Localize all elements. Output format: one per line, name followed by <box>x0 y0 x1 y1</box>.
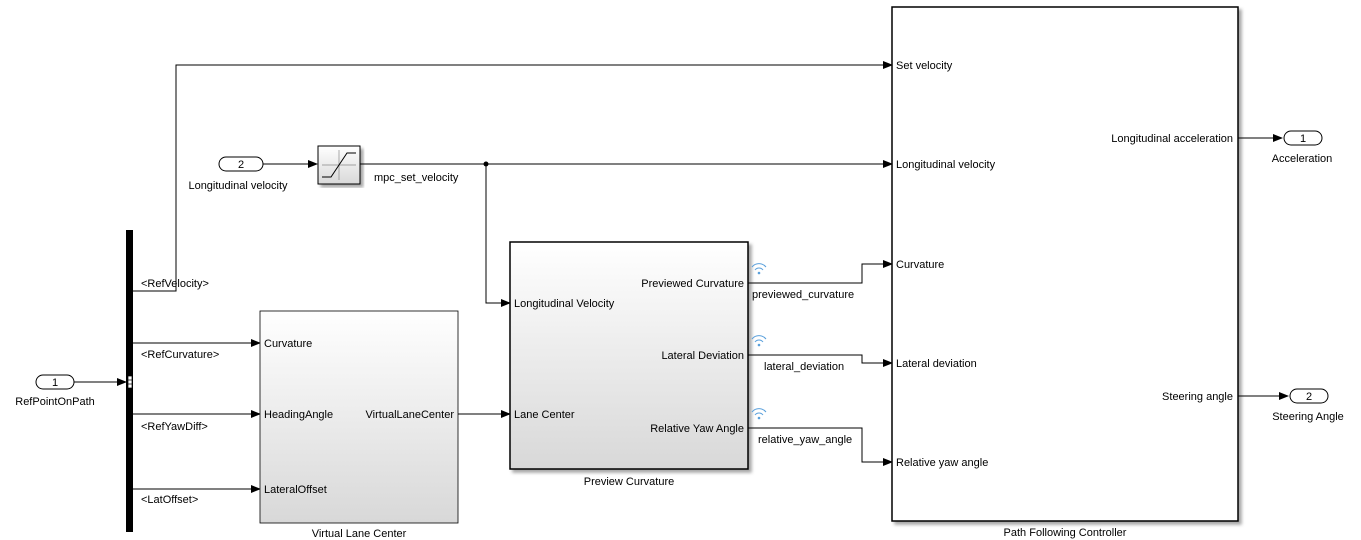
branch-point <box>483 161 489 167</box>
bus-selector-port-icon <box>127 375 133 389</box>
pfc-input-longitudinal-velocity: Longitudinal velocity <box>896 159 996 171</box>
pc-input-longitudinal-velocity: Longitudinal Velocity <box>514 298 615 310</box>
pc-output-relative-yaw-angle: Relative Yaw Angle <box>650 423 744 435</box>
wire-branch-longvel[interactable] <box>485 164 511 307</box>
wire-relative-yaw-angle[interactable] <box>748 427 893 466</box>
signal-logging-icon-previewed[interactable] <box>751 263 767 275</box>
inport-longitudinal-velocity[interactable]: 2 Longitudinal velocity <box>188 156 288 192</box>
outport-steering-angle[interactable]: 2 Steering Angle <box>1272 388 1344 423</box>
vlc-output-virtuallanecenter: VirtualLaneCenter <box>366 409 455 421</box>
outport-accel-number: 1 <box>1300 133 1306 145</box>
bus-signal-refvelocity: <RefVelocity> <box>141 278 209 290</box>
pc-output-previewed-curvature: Previewed Curvature <box>641 278 744 290</box>
outport-steer-name: Steering Angle <box>1272 411 1344 423</box>
pc-input-lane-center: Lane Center <box>514 409 575 421</box>
pfc-input-lateral-deviation: Lateral deviation <box>896 358 977 370</box>
inport-longvel-name: Longitudinal velocity <box>188 180 288 192</box>
inport-refpointonpath[interactable]: 1 RefPointOnPath <box>15 374 95 408</box>
inport-refpoint-name: RefPointOnPath <box>15 396 95 408</box>
wire-refvelocity[interactable] <box>133 61 893 292</box>
pfc-title: Path Following Controller <box>1004 527 1127 539</box>
pfc-input-set-velocity: Set velocity <box>896 60 953 72</box>
block-path-following-controller[interactable]: Set velocity Longitudinal velocity Curva… <box>891 6 1239 522</box>
vlc-title: Virtual Lane Center <box>312 528 407 540</box>
outport-steer-number: 2 <box>1306 391 1312 403</box>
bus-signal-latoffset: <LatOffset> <box>141 494 198 506</box>
bus-signal-refyawdiff: <RefYawDiff> <box>141 421 208 433</box>
inport-longvel-number: 2 <box>238 159 244 171</box>
inport-refpoint-number: 1 <box>52 377 58 389</box>
signal-lateral-deviation: lateral_deviation <box>764 361 844 373</box>
outport-accel-name: Acceleration <box>1272 153 1333 165</box>
signal-logging-icon-lateral[interactable] <box>751 335 767 347</box>
pfc-input-curvature: Curvature <box>896 259 944 271</box>
pfc-input-relative-yaw-angle: Relative yaw angle <box>896 457 988 469</box>
outport-acceleration[interactable]: 1 Acceleration <box>1272 130 1333 165</box>
signal-relative-yaw-angle: relative_yaw_angle <box>758 434 852 446</box>
block-preview-curvature[interactable]: Longitudinal Velocity Lane Center Previe… <box>509 241 749 470</box>
pc-output-lateral-deviation: Lateral Deviation <box>661 350 744 362</box>
pfc-output-longitudinal-acceleration: Longitudinal acceleration <box>1111 133 1233 145</box>
signal-logging-icon-yaw[interactable] <box>751 408 767 420</box>
signal-mpc-set-velocity: mpc_set_velocity <box>374 172 459 184</box>
block-virtual-lane-center[interactable]: Curvature HeadingAngle LateralOffset Vir… <box>259 310 459 524</box>
vlc-input-curvature: Curvature <box>264 338 312 350</box>
wire-previewed-curvature[interactable] <box>748 260 893 284</box>
saturation-block[interactable] <box>317 145 361 185</box>
vlc-input-lateraloffset: LateralOffset <box>264 484 327 496</box>
wire-lateral-deviation[interactable] <box>748 354 893 367</box>
bus-signal-refcurvature: <RefCurvature> <box>141 349 219 361</box>
vlc-input-headingangle: HeadingAngle <box>264 409 333 421</box>
pc-title: Preview Curvature <box>584 476 674 488</box>
signal-previewed-curvature: previewed_curvature <box>752 289 854 301</box>
pfc-output-steering-angle: Steering angle <box>1162 391 1233 403</box>
